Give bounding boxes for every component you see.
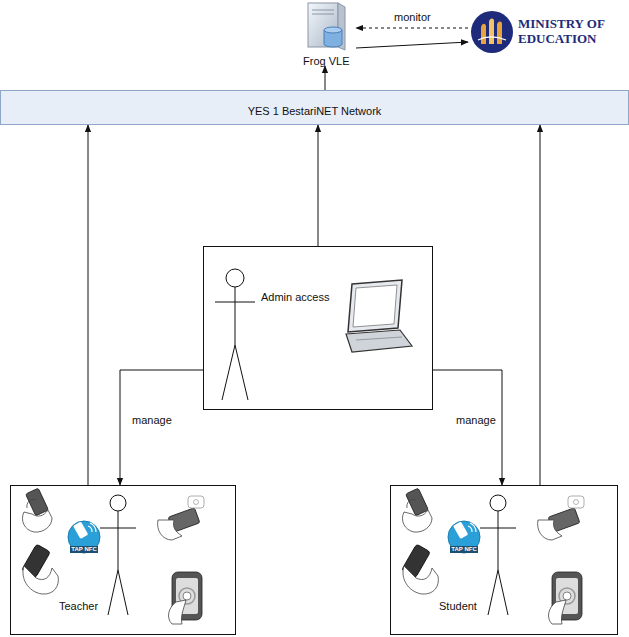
ministry-logo [489,18,494,44]
edge-label: manage [130,414,174,427]
ministry-logo [481,24,486,44]
laptop-icon [356,337,402,340]
edge-label: monitor [392,11,433,24]
badge-text: TAP NFC [450,546,477,553]
admin-box: Admin access [203,246,433,410]
node-label: Teacher [59,600,98,613]
admin-figure [235,345,248,400]
laptop-icon [346,330,412,352]
ministry-logo [471,11,513,53]
student-box: Student [390,485,618,635]
edge-label: manage [454,414,498,427]
laptop-icon [353,285,397,327]
laptop-icon [346,280,412,352]
server-icon [312,14,334,15]
network-band: YES 1 BestariNET Network [0,90,629,125]
ministry-logo [497,21,502,44]
teacher-devices [22,488,204,624]
connector-arrow [356,42,468,48]
connector-arrow [325,66,326,90]
node-label: MINISTRY OF EDUCATION [518,16,622,46]
laptop-icon [348,280,402,332]
node-label: Admin access [261,291,329,304]
connector-arrow [120,370,203,485]
server-icon [308,3,345,50]
connector-arrow [88,125,89,485]
connector-arrow [356,28,468,29]
connector-arrow [540,125,541,485]
server-node: Frog VLE [296,0,356,66]
connector-arrow [318,125,319,246]
admin-figure [235,287,236,345]
node-label: YES 1 BestariNET Network [248,105,382,118]
admin-figure [226,269,244,287]
teacher-box: Teacher [10,485,236,635]
admin-figure [215,302,255,303]
server-icon [324,27,342,33]
ministry-node: MINISTRY OF EDUCATION [468,12,629,54]
ministry-logo [478,37,506,40]
admin-figure [222,345,235,400]
server-icon [312,10,334,11]
badge-text: TAP NFC [70,546,97,553]
ministry-logo [471,11,513,53]
node-label: Frog VLE [303,55,349,68]
admin-figure [215,269,255,400]
connector-arrow [433,370,502,485]
node-label: Student [439,600,477,613]
student-devices [402,488,584,624]
